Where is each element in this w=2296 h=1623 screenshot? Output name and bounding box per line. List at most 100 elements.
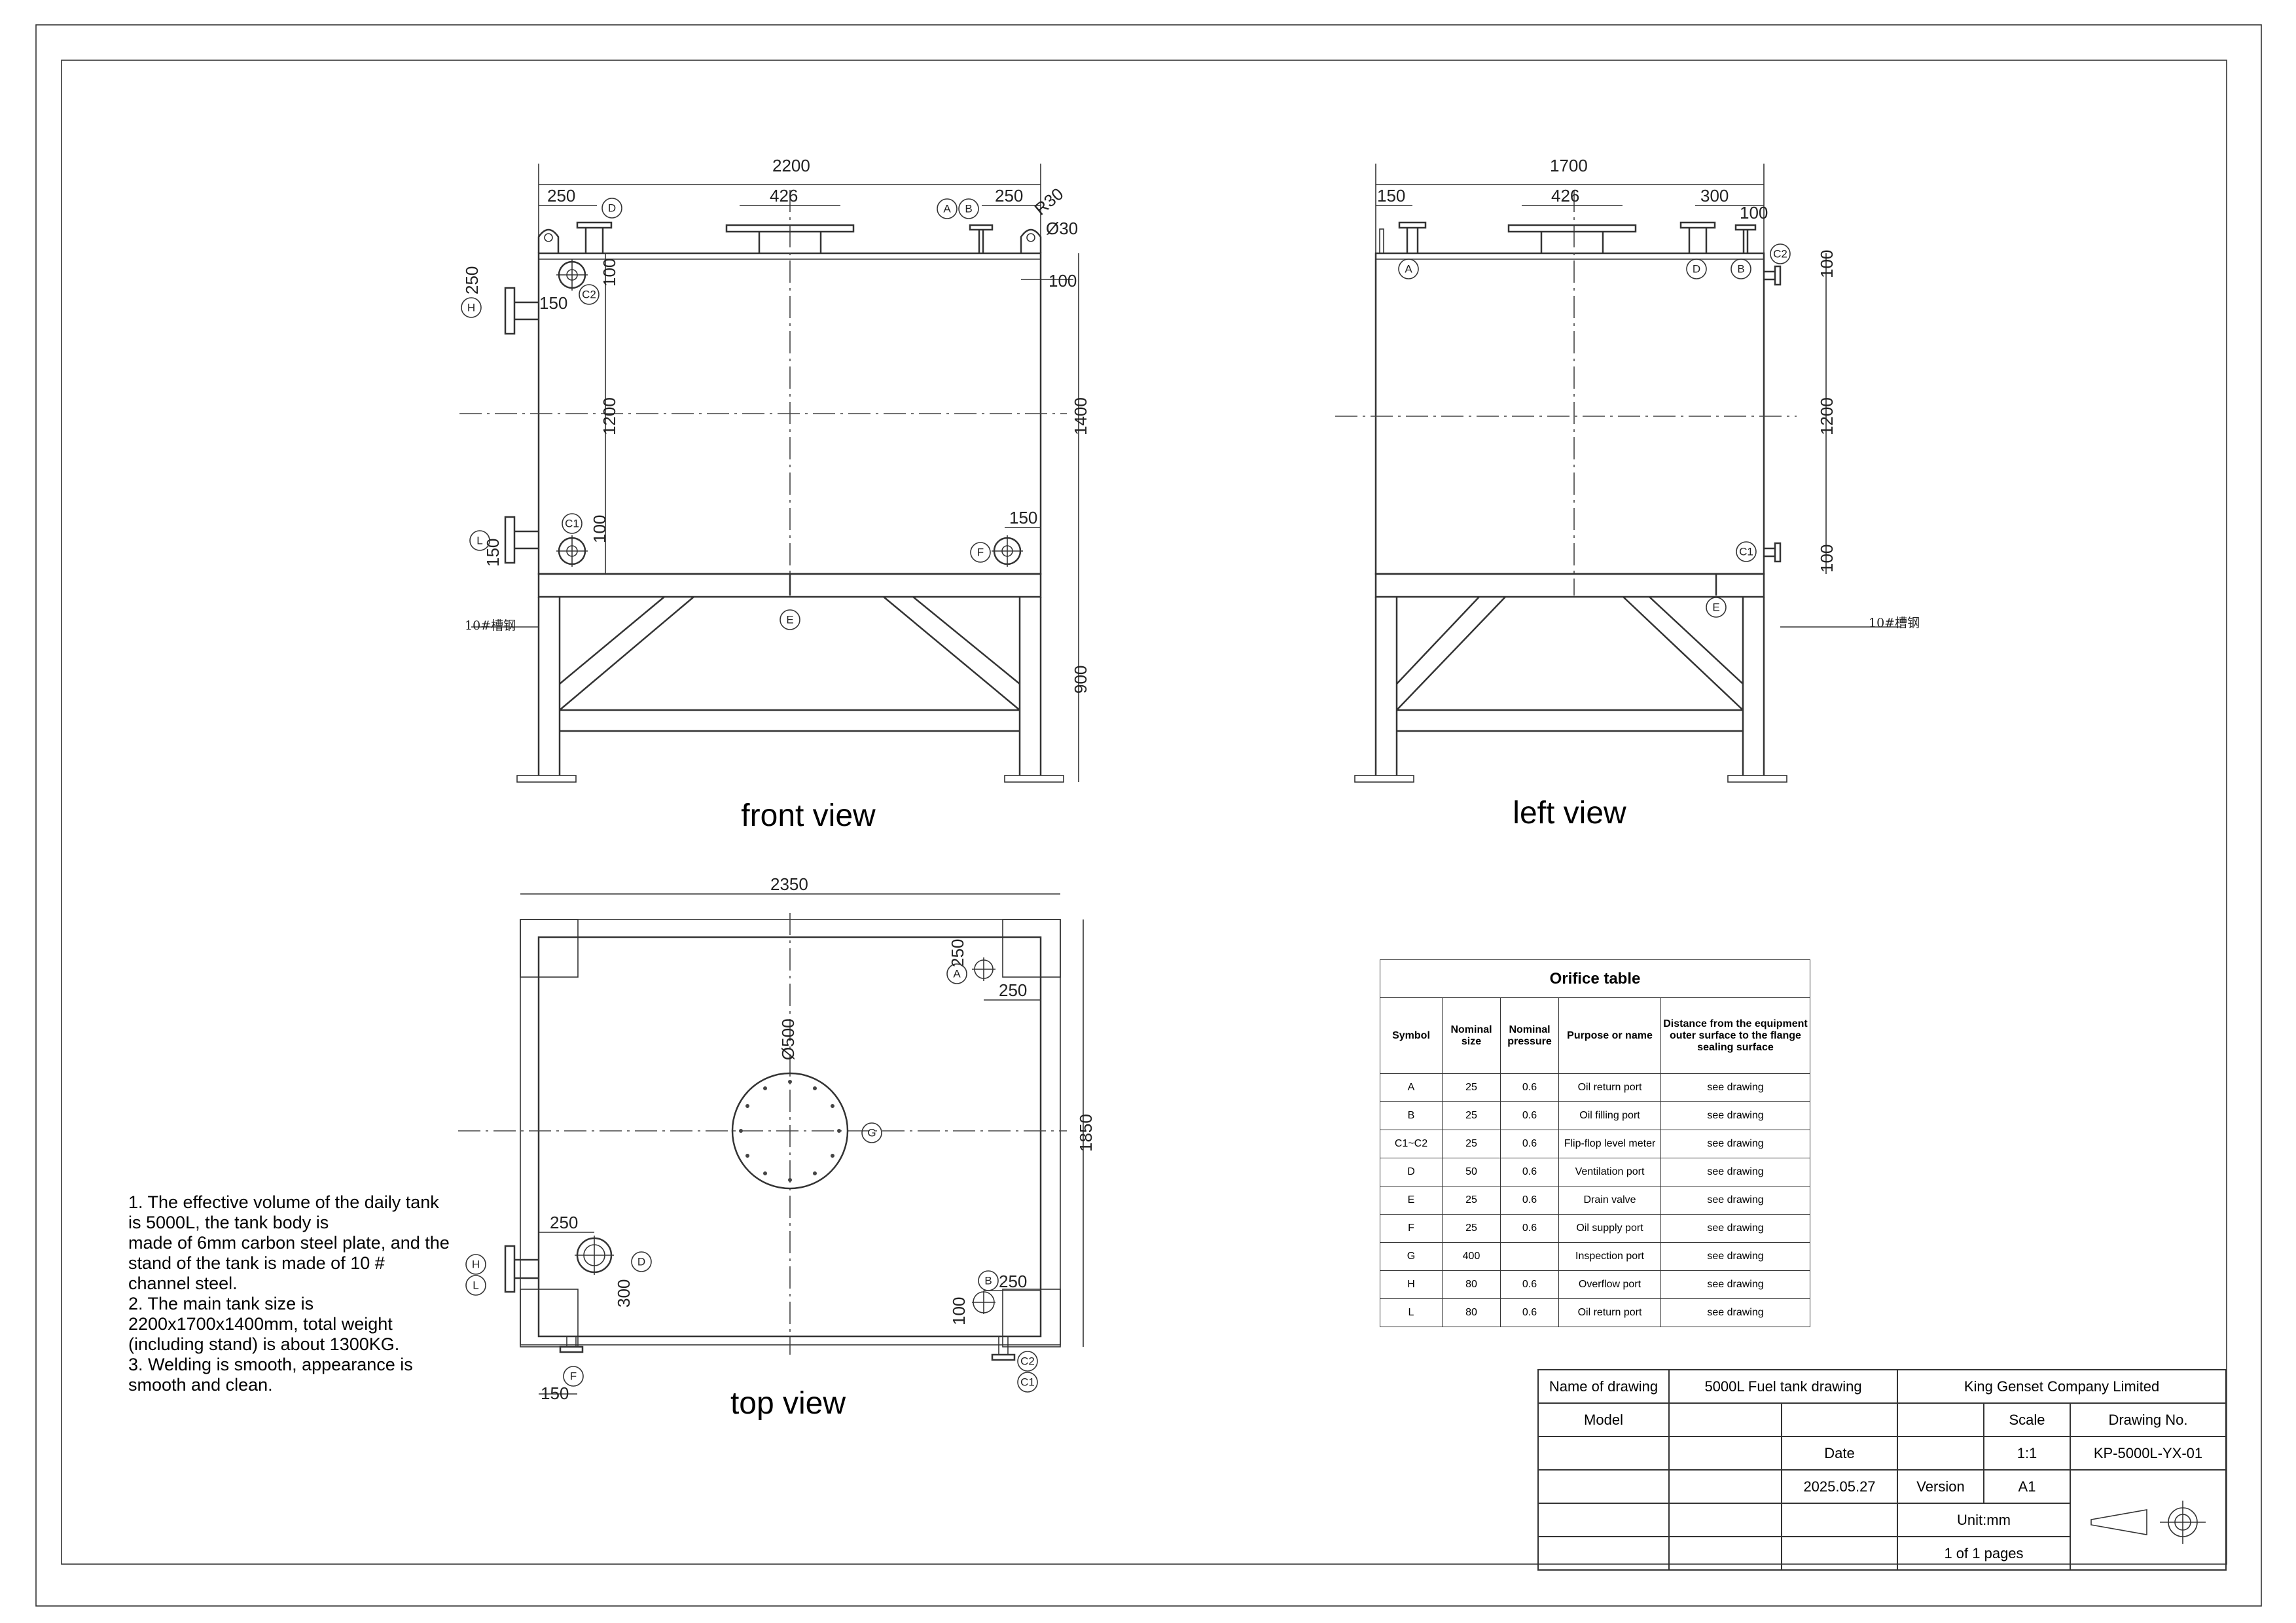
orifice-cell: see drawing bbox=[1660, 1186, 1810, 1215]
orifice-cell: see drawing bbox=[1660, 1270, 1810, 1299]
left-dim-150: 150 bbox=[1377, 186, 1405, 205]
orifice-cell: B bbox=[1380, 1101, 1443, 1130]
orifice-cell: Ventilation port bbox=[1558, 1158, 1661, 1186]
svg-text:H: H bbox=[467, 302, 475, 314]
orifice-cell: 0.6 bbox=[1500, 1298, 1559, 1327]
orifice-header-distance: Distance from the equipment outer surfac… bbox=[1660, 997, 1810, 1074]
orifice-table: Orifice table Symbol Nominal size Nomina… bbox=[1380, 959, 1810, 1327]
svg-text:C1: C1 bbox=[565, 518, 579, 530]
orifice-cell: L bbox=[1380, 1298, 1443, 1327]
marker-f-front: F bbox=[970, 542, 991, 563]
front-dim-150a: 150 bbox=[539, 293, 567, 313]
front-dim-250: 250 bbox=[547, 186, 575, 205]
drawing-no-label: Drawing No. bbox=[2070, 1402, 2227, 1437]
orifice-cell: H bbox=[1380, 1270, 1443, 1299]
orifice-cell: Flip-flop level meter bbox=[1558, 1130, 1661, 1158]
svg-text:C2: C2 bbox=[1020, 1355, 1035, 1368]
svg-text:H: H bbox=[472, 1258, 480, 1271]
marker-c2-top: C2 bbox=[1017, 1351, 1038, 1372]
orifice-header-pressure: Nominal pressure bbox=[1500, 997, 1559, 1074]
front-dim-d30: Ø30 bbox=[1046, 219, 1078, 238]
svg-text:E: E bbox=[1712, 601, 1719, 614]
orifice-cell: 0.6 bbox=[1500, 1101, 1559, 1130]
svg-text:E: E bbox=[786, 614, 793, 626]
svg-text:D: D bbox=[637, 1256, 645, 1268]
notes-text: 1. The effective volume of the daily tan… bbox=[128, 1192, 450, 1395]
orifice-cell: Drain valve bbox=[1558, 1186, 1661, 1215]
marker-h-top: H bbox=[465, 1254, 486, 1275]
marker-l-front: L bbox=[469, 530, 490, 551]
company-name: King Genset Company Limited bbox=[1897, 1369, 2227, 1404]
marker-b-front: B bbox=[958, 198, 979, 219]
top-dim-150: 150 bbox=[541, 1383, 569, 1403]
svg-text:B: B bbox=[1737, 263, 1744, 276]
orifice-cell: C1~C2 bbox=[1380, 1130, 1443, 1158]
top-dim-100: 100 bbox=[949, 1297, 969, 1325]
front-dim-900: 900 bbox=[1071, 666, 1090, 694]
front-dim-250c: 250 bbox=[462, 266, 482, 294]
marker-c2-front: C2 bbox=[579, 284, 600, 305]
svg-text:C1: C1 bbox=[1739, 546, 1753, 558]
top-dim-d500: Ø500 bbox=[778, 1018, 798, 1060]
orifice-cell: 80 bbox=[1442, 1270, 1501, 1299]
svg-text:D: D bbox=[608, 202, 616, 215]
svg-text:A: A bbox=[1405, 263, 1412, 276]
orifice-cell: see drawing bbox=[1660, 1101, 1810, 1130]
orifice-cell: 0.6 bbox=[1500, 1186, 1559, 1215]
svg-text:C1: C1 bbox=[1020, 1376, 1035, 1389]
left-channel-label: 10#槽钢 bbox=[1869, 616, 1920, 630]
manhole-bolts bbox=[739, 1080, 841, 1182]
front-dim-100a: 100 bbox=[600, 259, 619, 287]
left-dim-426: 426 bbox=[1551, 186, 1579, 205]
svg-text:C2: C2 bbox=[1773, 248, 1787, 260]
date-value: 2025.05.27 bbox=[1781, 1469, 1898, 1504]
name-of-drawing-label: Name of drawing bbox=[1537, 1369, 1670, 1404]
orifice-cell: 25 bbox=[1442, 1101, 1501, 1130]
orifice-cell: A bbox=[1380, 1073, 1443, 1102]
orifice-cell: Oil return port bbox=[1558, 1298, 1661, 1327]
orifice-cell: Inspection port bbox=[1558, 1242, 1661, 1271]
top-dim-250c: 250 bbox=[550, 1213, 578, 1232]
marker-a-front: A bbox=[937, 198, 958, 219]
left-dim-1700: 1700 bbox=[1550, 156, 1588, 175]
orifice-cell: 25 bbox=[1442, 1073, 1501, 1102]
front-view-title: front view bbox=[741, 798, 876, 833]
top-dim-300: 300 bbox=[614, 1279, 634, 1308]
svg-text:C2: C2 bbox=[582, 289, 596, 301]
outer-frame bbox=[35, 24, 2262, 1607]
front-dim-2200: 2200 bbox=[772, 156, 810, 175]
left-view: 1700 150 426 300 100 100 1200 100 10#槽钢 … bbox=[1335, 156, 1920, 830]
marker-e-left: E bbox=[1706, 597, 1727, 618]
inner-frame bbox=[61, 60, 2227, 1565]
marker-a-left: A bbox=[1398, 259, 1419, 279]
orifice-cell bbox=[1500, 1242, 1559, 1271]
svg-text:A: A bbox=[953, 968, 961, 980]
orifice-cell: 50 bbox=[1442, 1158, 1501, 1186]
unit: Unit:mm bbox=[1897, 1503, 2071, 1537]
marker-b-top: B bbox=[978, 1270, 999, 1291]
marker-e-front: E bbox=[780, 609, 800, 630]
marker-g-top: G bbox=[861, 1122, 882, 1143]
orifice-cell: Oil filling port bbox=[1558, 1101, 1661, 1130]
top-view-title: top view bbox=[730, 1386, 846, 1421]
left-dim-300: 300 bbox=[1700, 186, 1729, 205]
top-dim-250a: 250 bbox=[948, 939, 967, 967]
top-dim-250d: 250 bbox=[999, 1272, 1027, 1291]
orifice-cell: D bbox=[1380, 1158, 1443, 1186]
marker-d-front: D bbox=[601, 198, 622, 219]
orifice-cell: see drawing bbox=[1660, 1298, 1810, 1327]
marker-b-left: B bbox=[1731, 259, 1751, 279]
version-value: A1 bbox=[1983, 1469, 2071, 1504]
front-dim-150c: 150 bbox=[483, 539, 503, 567]
marker-h-front: H bbox=[461, 297, 482, 318]
orifice-cell: 0.6 bbox=[1500, 1158, 1559, 1186]
front-dim-r30: R30 bbox=[1031, 184, 1067, 219]
marker-c2-left: C2 bbox=[1770, 243, 1791, 264]
pages: 1 of 1 pages bbox=[1897, 1536, 2071, 1571]
date-label: Date bbox=[1781, 1436, 1898, 1471]
front-dim-1400: 1400 bbox=[1071, 397, 1090, 435]
